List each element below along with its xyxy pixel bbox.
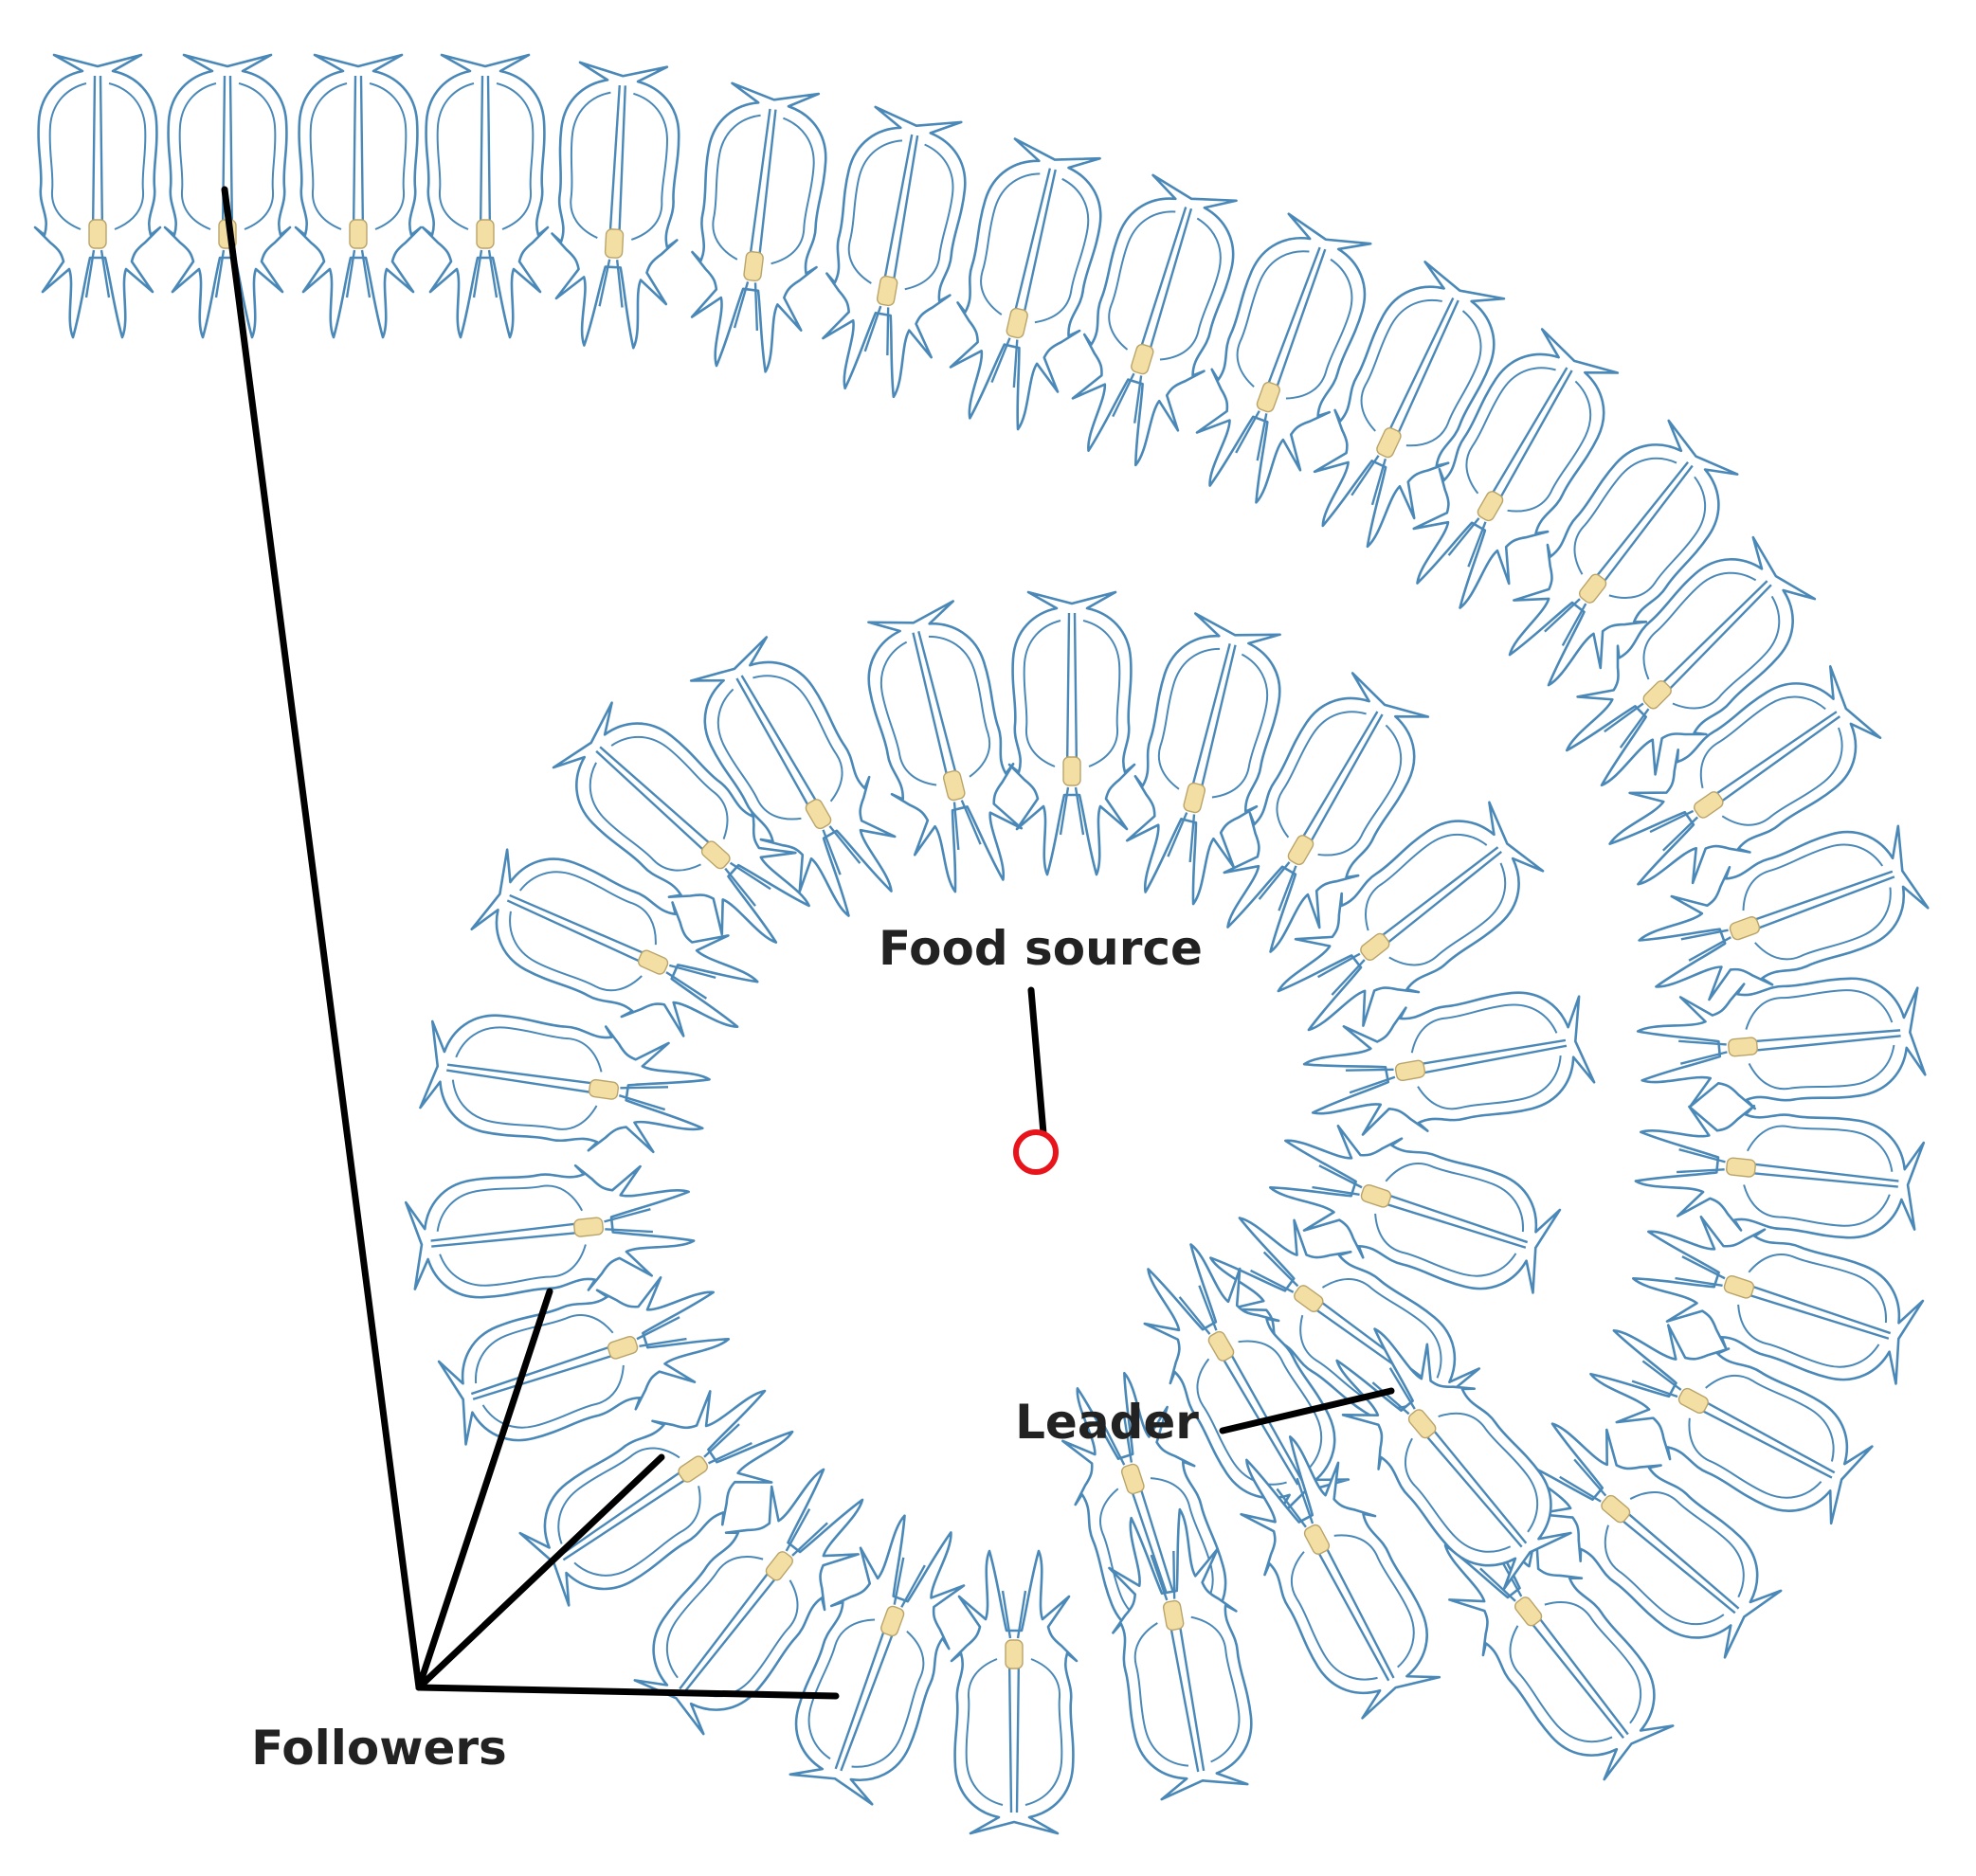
food-source-ring-icon <box>1013 1129 1059 1175</box>
followers-pointer-4 <box>415 1684 840 1700</box>
inner-salp-ring <box>402 590 1599 1835</box>
followers-pointer-2 <box>415 1288 553 1691</box>
followers-pointer-3 <box>415 1453 665 1691</box>
leader-label: Leader <box>1015 1395 1199 1450</box>
follower-salp-outer-17 <box>1630 1092 1928 1250</box>
food-source-pointer <box>1027 986 1047 1137</box>
follower-salp-outer-6 <box>806 102 982 406</box>
follower-salp-inner-0 <box>848 595 1042 903</box>
followers-pointer-1 <box>221 186 423 1691</box>
follower-salp-inner-13 <box>950 1549 1079 1835</box>
food-source-label: Food source <box>879 921 1203 976</box>
follower-salp-outer-5 <box>678 80 839 378</box>
follower-salp-outer-4 <box>545 60 688 352</box>
leader-pointer <box>1219 1387 1395 1434</box>
follower-salp-outer-16 <box>1633 967 1929 1120</box>
followers-label: Followers <box>251 1721 507 1776</box>
follower-salp-inner-1 <box>1007 590 1136 876</box>
follower-salp-outer-0 <box>33 53 162 339</box>
follower-salp-outer-2 <box>294 53 423 339</box>
follower-salp-inner-19 <box>416 1001 716 1167</box>
follower-salp-outer-3 <box>421 53 550 339</box>
pointer-lines <box>221 186 1395 1700</box>
